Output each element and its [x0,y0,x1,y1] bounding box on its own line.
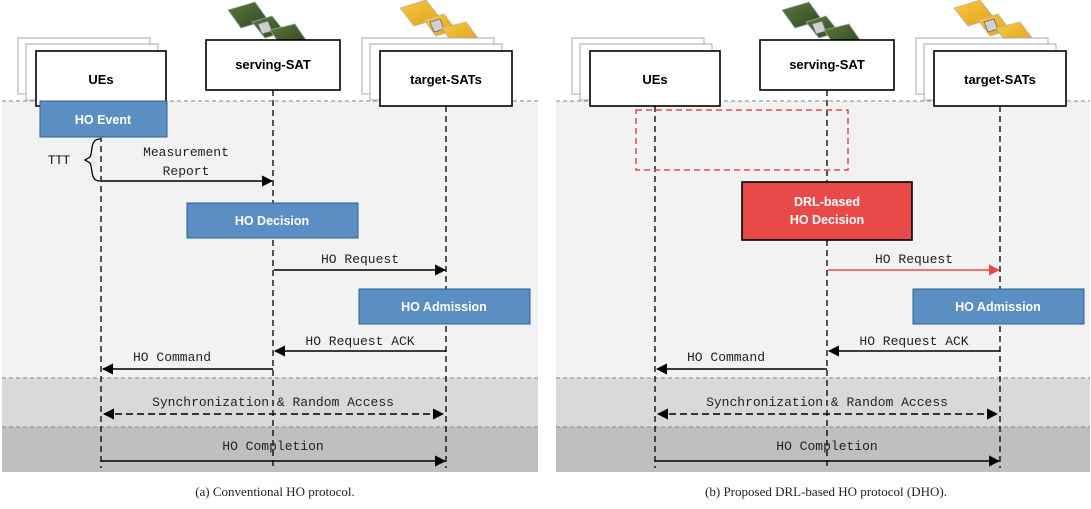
ho-event-box [39,100,168,138]
sync-label: Synchronization & Random Access [152,395,394,410]
measurement-label-1: Measurement [143,145,229,160]
panel-a: UEs serving-SAT target-SATs [2,0,538,499]
target-sats-label: target-SATs [410,72,482,87]
drl-label-2: HO Decision [790,213,864,227]
ues-entity: UEs [17,37,167,107]
completion-label: HO Completion [776,439,877,454]
measurement-label-2: Report [163,164,210,179]
ho-admission-box [912,288,1085,325]
ho-decision-box [186,202,359,239]
ho-admission-box [358,288,531,325]
ho-request-ack-label: HO Request ACK [859,334,968,349]
satellite-icon [399,0,479,45]
sync-label: Synchronization & Random Access [706,395,948,410]
satellite-icon [953,0,1033,45]
target-sats-label: target-SATs [964,72,1036,87]
ttt-brace [83,138,101,182]
ho-request-ack-label: HO Request ACK [305,334,414,349]
ho-event-label: HO Event [75,113,132,127]
ho-request-label: HO Request [875,252,953,267]
ho-admission-label: HO Admission [955,300,1041,314]
ues-label: UEs [642,72,667,87]
serving-sat-label: serving-SAT [789,57,865,72]
ues-label: UEs [88,72,113,87]
panel-b: UEs serving-SAT target-SATs [556,0,1090,499]
phase-completion [2,427,538,472]
drl-label-1: DRL-based [794,195,860,209]
ues-entity: UEs [571,37,721,107]
ho-command-label: HO Command [687,350,765,365]
phase-completion [556,427,1090,472]
ttt-label: TTT [48,153,71,167]
ho-admission-label: HO Admission [401,300,487,314]
removed-steps-box [635,109,849,171]
serving-sat-label: serving-SAT [235,57,311,72]
serving-sat-entity: serving-SAT [205,1,341,91]
drl-decision-box [741,181,913,241]
ho-request-label: HO Request [321,252,399,267]
target-sats-entity: target-SATs [361,0,513,107]
target-sats-entity: target-SATs [915,0,1067,107]
caption-a: (a) Conventional HO protocol. [195,484,355,499]
serving-sat-entity: serving-SAT [759,1,895,91]
ho-decision-label: HO Decision [235,214,309,228]
phase-handover-prep [2,101,538,378]
caption-b: (b) Proposed DRL-based HO protocol (DHO)… [705,484,947,499]
completion-label: HO Completion [222,439,323,454]
ho-command-label: HO Command [133,350,211,365]
